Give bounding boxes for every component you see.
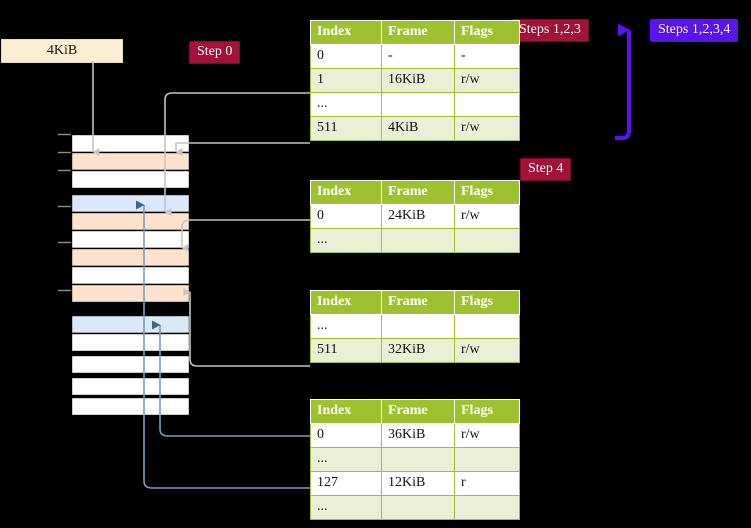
cell-frame: 36KiB bbox=[381, 423, 455, 448]
column-header-index: Index bbox=[310, 399, 382, 424]
physical-memory-column bbox=[71, 134, 190, 416]
table-header-row: Index Frame Flags bbox=[310, 180, 520, 205]
cell-index: ... bbox=[310, 447, 382, 472]
cell-index: ... bbox=[310, 314, 382, 339]
pdp-table: Index Frame Flags 0 24KiB r/w ... bbox=[310, 180, 520, 253]
pml4-table: Index Frame Flags 0 - - 1 16KiB r/w ... bbox=[310, 20, 520, 141]
table-header-row: Index Frame Flags bbox=[310, 399, 520, 424]
column-header-index: Index bbox=[310, 20, 382, 45]
badge-step-4-label: Step 4 bbox=[528, 161, 564, 176]
table-row: 511 4KiB r/w bbox=[310, 116, 520, 141]
table-row: ... bbox=[310, 228, 520, 253]
table-row: 1 16KiB r/w bbox=[310, 68, 520, 93]
cell-flags bbox=[454, 92, 520, 117]
badge-step-0: Step 0 bbox=[189, 41, 241, 64]
column-header-index: Index bbox=[310, 290, 382, 315]
cell-flags: r bbox=[454, 471, 520, 496]
cell-index: 0 bbox=[310, 423, 382, 448]
cell-index: 511 bbox=[310, 338, 382, 363]
table-row: 511 32KiB r/w bbox=[310, 338, 520, 363]
pd-table: Index Frame Flags ... 511 32KiB r/w bbox=[310, 290, 520, 363]
cell-frame bbox=[381, 228, 455, 253]
badge-step-0-label: Step 0 bbox=[197, 44, 233, 59]
arrow-steps-loop bbox=[615, 23, 631, 140]
cell-frame: 12KiB bbox=[381, 471, 455, 496]
cell-frame: 4KiB bbox=[381, 116, 455, 141]
cell-flags: r/w bbox=[454, 68, 520, 93]
column-header-flags: Flags bbox=[454, 20, 520, 45]
column-header-frame: Frame bbox=[381, 290, 455, 315]
column-header-flags: Flags bbox=[454, 290, 520, 315]
badge-steps-123: Steps 1,2,3 bbox=[511, 19, 589, 42]
badge-steps-123-label: Steps 1,2,3 bbox=[519, 22, 581, 37]
table-header-row: Index Frame Flags bbox=[310, 20, 520, 45]
cell-frame: - bbox=[381, 44, 455, 69]
column-header-frame: Frame bbox=[381, 399, 455, 424]
cell-index: 511 bbox=[310, 116, 382, 141]
column-header-frame: Frame bbox=[381, 20, 455, 45]
cell-index: ... bbox=[310, 92, 382, 117]
cell-flags bbox=[454, 228, 520, 253]
column-header-flags: Flags bbox=[454, 399, 520, 424]
cell-flags bbox=[454, 495, 520, 520]
pt-table: Index Frame Flags 0 36KiB r/w ... 127 12… bbox=[310, 399, 520, 520]
table-row: ... bbox=[310, 314, 520, 339]
column-header-frame: Frame bbox=[381, 180, 455, 205]
page-frame-box: 4KiB bbox=[1, 39, 123, 63]
memory-tick-marks bbox=[58, 133, 71, 292]
table-row: ... bbox=[310, 92, 520, 117]
cell-index: 1 bbox=[310, 68, 382, 93]
column-header-index: Index bbox=[310, 180, 382, 205]
cell-flags: r/w bbox=[454, 423, 520, 448]
table-row: 127 12KiB r bbox=[310, 471, 520, 496]
cell-index: ... bbox=[310, 495, 382, 520]
badge-steps-1234: Steps 1,2,3,4 bbox=[650, 19, 739, 42]
cell-frame bbox=[381, 495, 455, 520]
cell-frame bbox=[381, 314, 455, 339]
cell-index: ... bbox=[310, 228, 382, 253]
cell-frame: 32KiB bbox=[381, 338, 455, 363]
cell-frame: 16KiB bbox=[381, 68, 455, 93]
table-header-row: Index Frame Flags bbox=[310, 290, 520, 315]
cell-flags: r/w bbox=[454, 204, 520, 229]
cell-flags: r/w bbox=[454, 116, 520, 141]
cell-frame bbox=[381, 92, 455, 117]
cell-flags bbox=[454, 314, 520, 339]
cell-flags: - bbox=[454, 44, 520, 69]
table-row: 0 - - bbox=[310, 44, 520, 69]
cell-flags bbox=[454, 447, 520, 472]
cell-frame bbox=[381, 447, 455, 472]
page-frame-label: 4KiB bbox=[46, 43, 78, 58]
cell-index: 127 bbox=[310, 471, 382, 496]
cell-index: 0 bbox=[310, 204, 382, 229]
connector-pd-to-memory bbox=[183, 288, 310, 367]
table-row: ... bbox=[310, 495, 520, 520]
badge-step-4: Step 4 bbox=[520, 158, 572, 181]
cell-flags: r/w bbox=[454, 338, 520, 363]
cell-index: 0 bbox=[310, 44, 382, 69]
column-header-flags: Flags bbox=[454, 180, 520, 205]
cell-frame: 24KiB bbox=[381, 204, 455, 229]
table-row: ... bbox=[310, 447, 520, 472]
table-row: 0 36KiB r/w bbox=[310, 423, 520, 448]
table-row: 0 24KiB r/w bbox=[310, 204, 520, 229]
badge-steps-1234-label: Steps 1,2,3,4 bbox=[658, 22, 731, 37]
connector-pdp-to-memory bbox=[181, 219, 310, 252]
connector-pml4-to-memory bbox=[175, 142, 310, 156]
